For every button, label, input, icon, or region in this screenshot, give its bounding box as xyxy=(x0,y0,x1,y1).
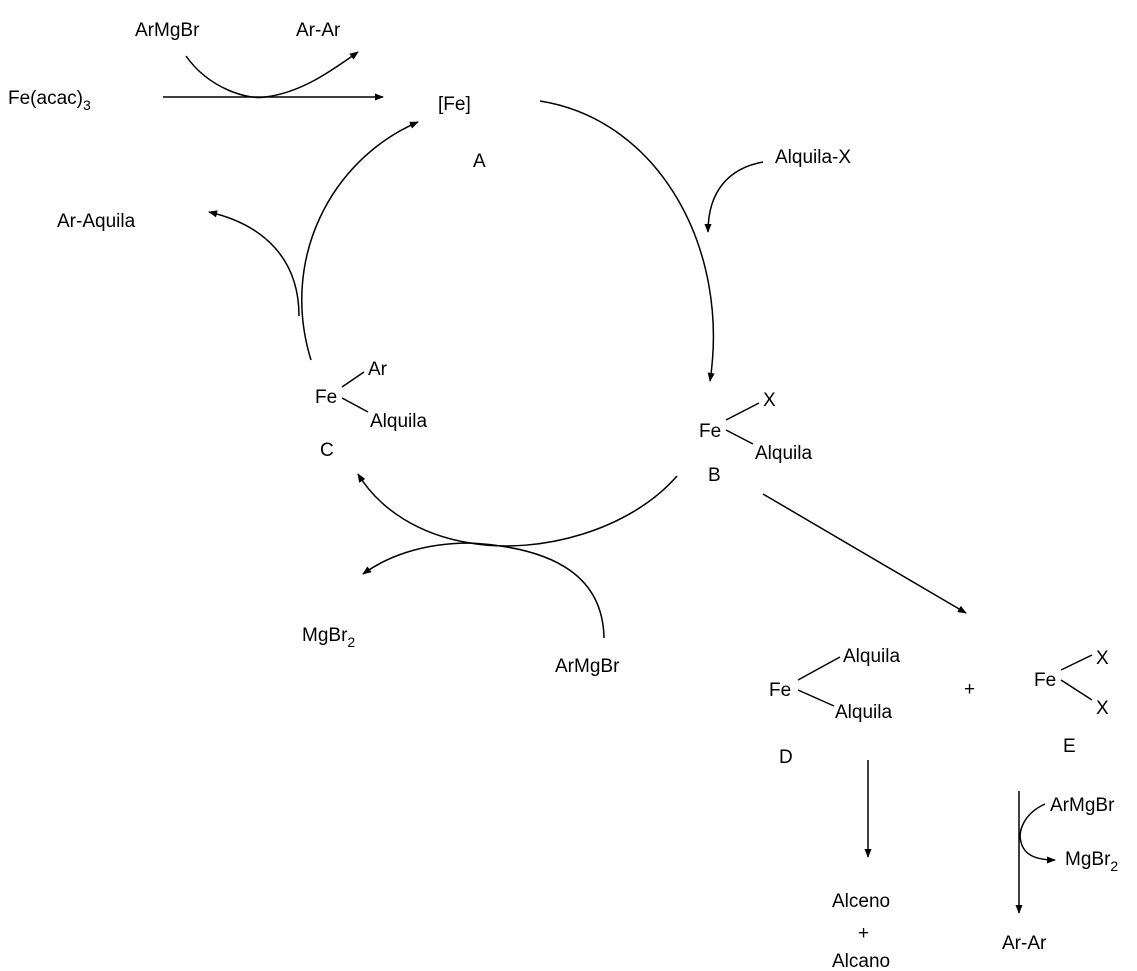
species-e-bond-1 xyxy=(1060,654,1093,671)
species-e-letter: E xyxy=(1063,736,1076,757)
species-c-metal: Fe xyxy=(315,387,337,408)
e-byproduct: MgBr2 xyxy=(1065,849,1118,874)
species-b-bond-2 xyxy=(725,429,754,445)
species-a-formula: [Fe] xyxy=(438,94,471,115)
species-b-ligand-alkyl: Alquila xyxy=(755,443,812,464)
species-b-bond-1 xyxy=(725,402,760,421)
cycle-arrow-a-to-b xyxy=(539,100,715,382)
reductive-elimination-curved-arrow xyxy=(208,210,300,317)
side-pathway-plus: + xyxy=(964,679,975,700)
e-reagent: ArMgBr xyxy=(1050,795,1115,816)
oxidative-addition-curved-arrow xyxy=(704,161,764,233)
species-d-letter: D xyxy=(779,747,793,768)
transmetalation-reagent: ArMgBr xyxy=(555,656,620,677)
species-c-ligand-ar: Ar xyxy=(368,359,388,380)
oxidative-addition-reagent: Alquila-X xyxy=(775,147,851,168)
transmetalation-curved-arrow xyxy=(362,542,605,639)
species-c-ligand-alkyl: Alquila xyxy=(370,411,427,432)
cycle-arrow-c-to-a xyxy=(301,121,419,361)
species-d-bond-1 xyxy=(797,656,841,681)
d-product-line-2: + xyxy=(858,923,869,944)
activation-byproduct: Ar-Ar xyxy=(296,20,341,41)
activation-curved-arrow xyxy=(185,51,359,99)
species-c-letter: C xyxy=(320,440,334,461)
species-b-ligand-x: X xyxy=(763,390,776,411)
reductive-elimination-product: Ar-Aquila xyxy=(57,211,136,232)
species-d-bond-2 xyxy=(797,689,835,707)
e-product: Ar-Ar xyxy=(1002,933,1047,954)
species-e-metal: Fe xyxy=(1034,670,1056,691)
species-e-bond-2 xyxy=(1060,679,1093,701)
d-product-line-3: Alcano xyxy=(832,951,890,971)
species-b-letter: B xyxy=(708,465,721,486)
species-b-metal: Fe xyxy=(699,421,721,442)
species-d-ligand-2: Alquila xyxy=(835,702,892,723)
precatalyst-label: Fe(acac)3 xyxy=(8,88,91,113)
activation-reagent: ArMgBr xyxy=(135,20,200,41)
species-c-bond-2 xyxy=(341,397,369,413)
side-pathway-arrow xyxy=(762,493,967,614)
d-product-line-1: Alceno xyxy=(832,891,890,912)
species-d-metal: Fe xyxy=(769,680,791,701)
species-c-bond-1 xyxy=(341,371,365,388)
transmetalation-byproduct: MgBr2 xyxy=(302,625,355,650)
species-d-ligand-1: Alquila xyxy=(843,646,900,667)
species-e-ligand-2: X xyxy=(1096,698,1109,719)
species-e-ligand-1: X xyxy=(1096,648,1109,669)
cycle-arrow-b-to-c xyxy=(357,473,678,547)
species-a-letter: A xyxy=(473,151,486,172)
e-curved-arrow xyxy=(1019,803,1056,864)
